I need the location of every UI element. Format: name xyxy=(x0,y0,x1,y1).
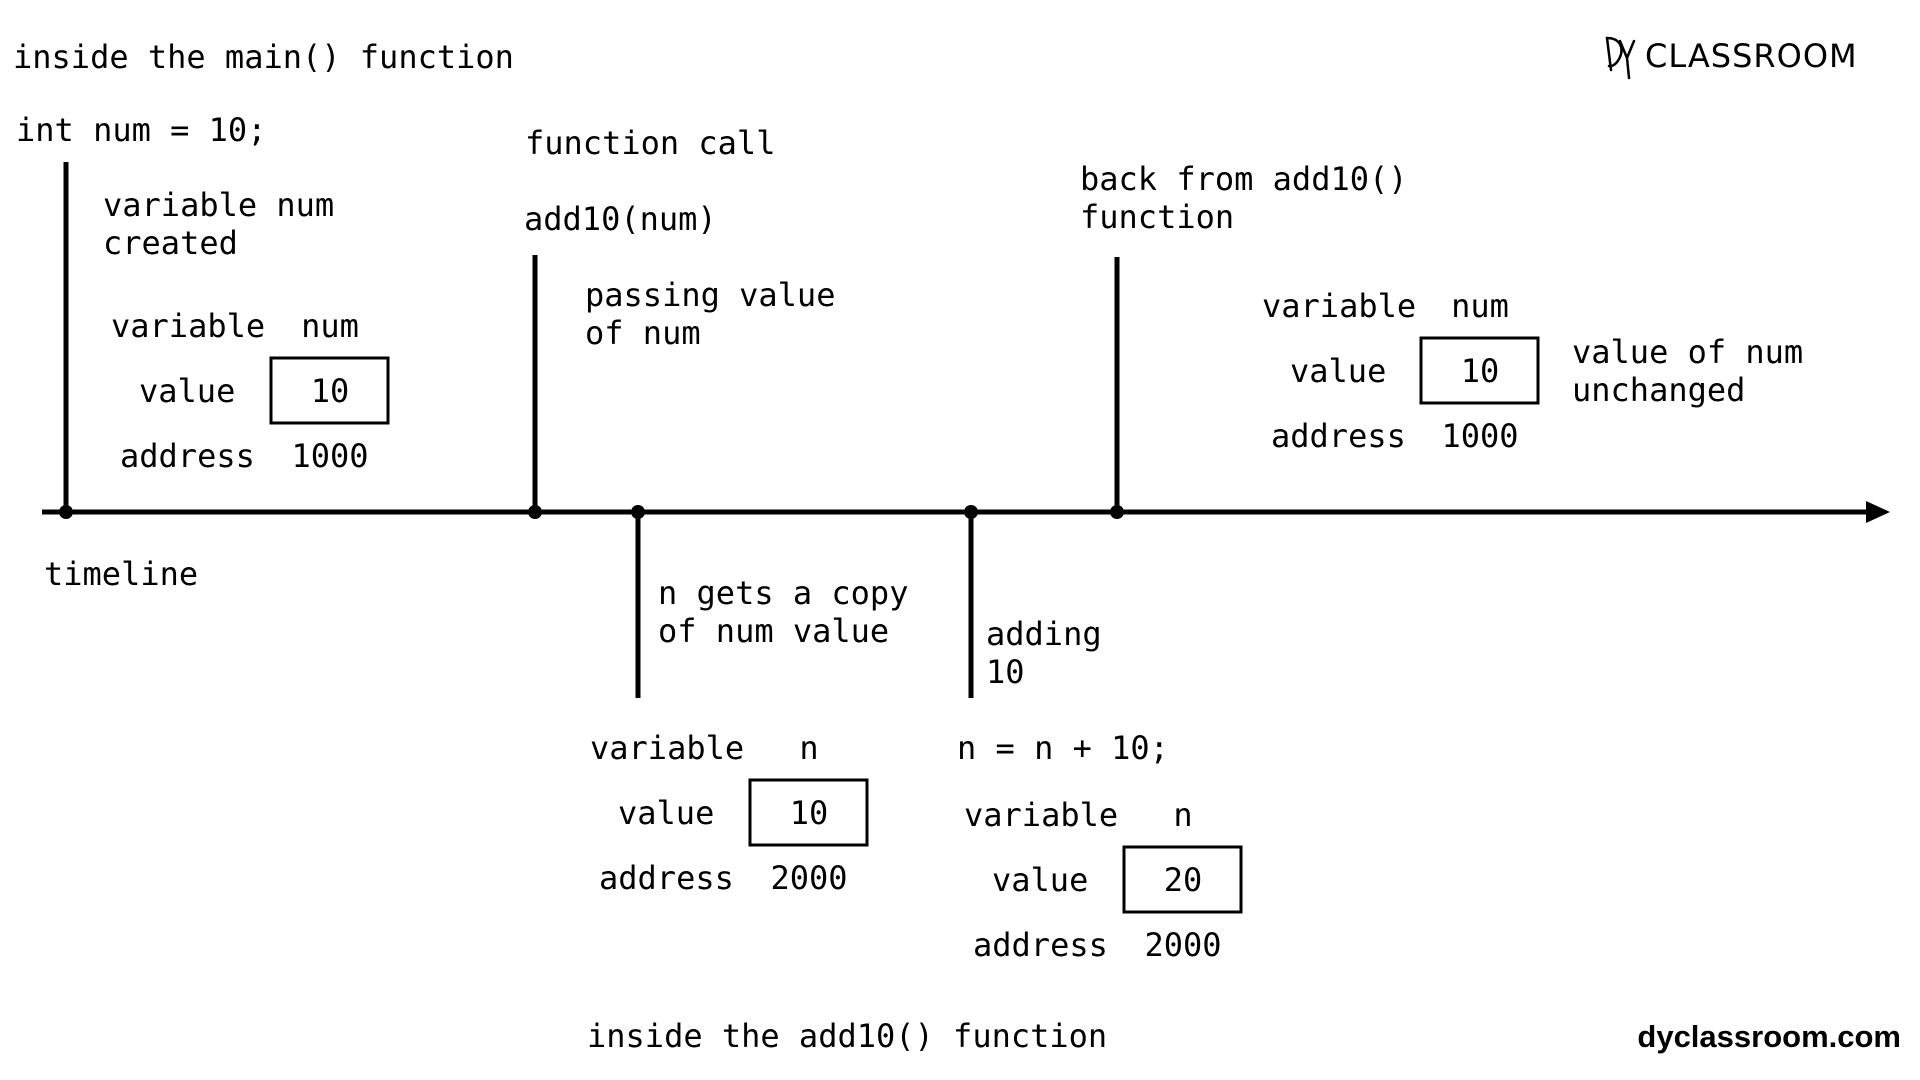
dy-logo-icon xyxy=(1605,36,1636,80)
value-cell xyxy=(1122,845,1243,914)
return-heading-line1: back from add10() xyxy=(1080,160,1408,198)
timeline: timeline xyxy=(42,501,1890,593)
address-label: address xyxy=(599,859,734,897)
website-label: dyclassroom.com xyxy=(1637,1019,1901,1054)
timeline-label: timeline xyxy=(44,555,198,593)
value-text: 20 xyxy=(1164,861,1203,899)
variable-label: variable xyxy=(590,729,744,767)
value-label: value xyxy=(139,372,235,410)
return-note-line2: unchanged xyxy=(1572,371,1745,409)
main-variable-box: variable num value 10 address 1000 xyxy=(111,307,390,475)
variable-name: n xyxy=(1173,796,1192,834)
address-label: address xyxy=(1271,417,1406,455)
return-section: back from add10() function variable num … xyxy=(1080,160,1803,512)
return-note-line1: value of num xyxy=(1572,333,1803,371)
timeline-arrowhead xyxy=(1866,501,1890,523)
copy-event-text-line2: of num value xyxy=(658,612,889,650)
variable-name: num xyxy=(301,307,359,345)
function-section-label: inside the add10() function xyxy=(587,1017,1107,1055)
address-value: 1000 xyxy=(1441,417,1518,455)
logo-wordmark: CLASSROOM xyxy=(1645,37,1858,75)
address-value: 1000 xyxy=(291,437,368,475)
copy-section: n gets a copy of num value variable n va… xyxy=(590,512,908,897)
value-cell xyxy=(748,778,869,847)
value-label: value xyxy=(992,861,1088,899)
function-call-heading: function call xyxy=(525,124,775,162)
variable-label: variable xyxy=(964,796,1118,834)
function-call-section: function call add10(num) passing value o… xyxy=(524,124,835,512)
main-section: inside the main() function int num = 10;… xyxy=(13,38,514,512)
main-heading: inside the main() function xyxy=(13,38,514,76)
main-declaration: int num = 10; xyxy=(16,111,266,149)
variable-label: variable xyxy=(1262,287,1416,325)
add-variable-box: variable n value 20 address 2000 xyxy=(964,796,1243,964)
add-statement: n = n + 10; xyxy=(957,729,1169,767)
return-heading-line2: function xyxy=(1080,198,1234,236)
variable-name: n xyxy=(799,729,818,767)
main-event-text-line1: variable num xyxy=(103,186,334,224)
copy-variable-box: variable n value 10 address 2000 xyxy=(590,729,869,897)
return-variable-box: variable num value 10 address 1000 xyxy=(1262,287,1540,455)
add-event-text-line2: 10 xyxy=(986,653,1025,691)
address-value: 2000 xyxy=(770,859,847,897)
value-label: value xyxy=(1290,352,1386,390)
value-label: value xyxy=(618,794,714,832)
value-text: 10 xyxy=(790,794,829,832)
add-section: adding 10 n = n + 10; variable n value 2… xyxy=(957,512,1243,964)
address-label: address xyxy=(973,926,1108,964)
variable-name: num xyxy=(1451,287,1509,325)
logo: CLASSROOM xyxy=(1605,36,1858,80)
value-cell xyxy=(1419,336,1540,405)
address-value: 2000 xyxy=(1144,926,1221,964)
address-label: address xyxy=(120,437,255,475)
add-event-text-line1: adding xyxy=(986,615,1102,653)
value-cell xyxy=(269,356,390,425)
function-call-text-line1: passing value xyxy=(585,276,835,314)
copy-event-text-line1: n gets a copy xyxy=(658,574,908,612)
function-call-expression: add10(num) xyxy=(524,200,717,238)
main-event-text-line2: created xyxy=(103,224,238,262)
value-text: 10 xyxy=(311,372,350,410)
value-text: 10 xyxy=(1461,352,1500,390)
function-call-text-line2: of num xyxy=(585,314,701,352)
variable-label: variable xyxy=(111,307,265,345)
